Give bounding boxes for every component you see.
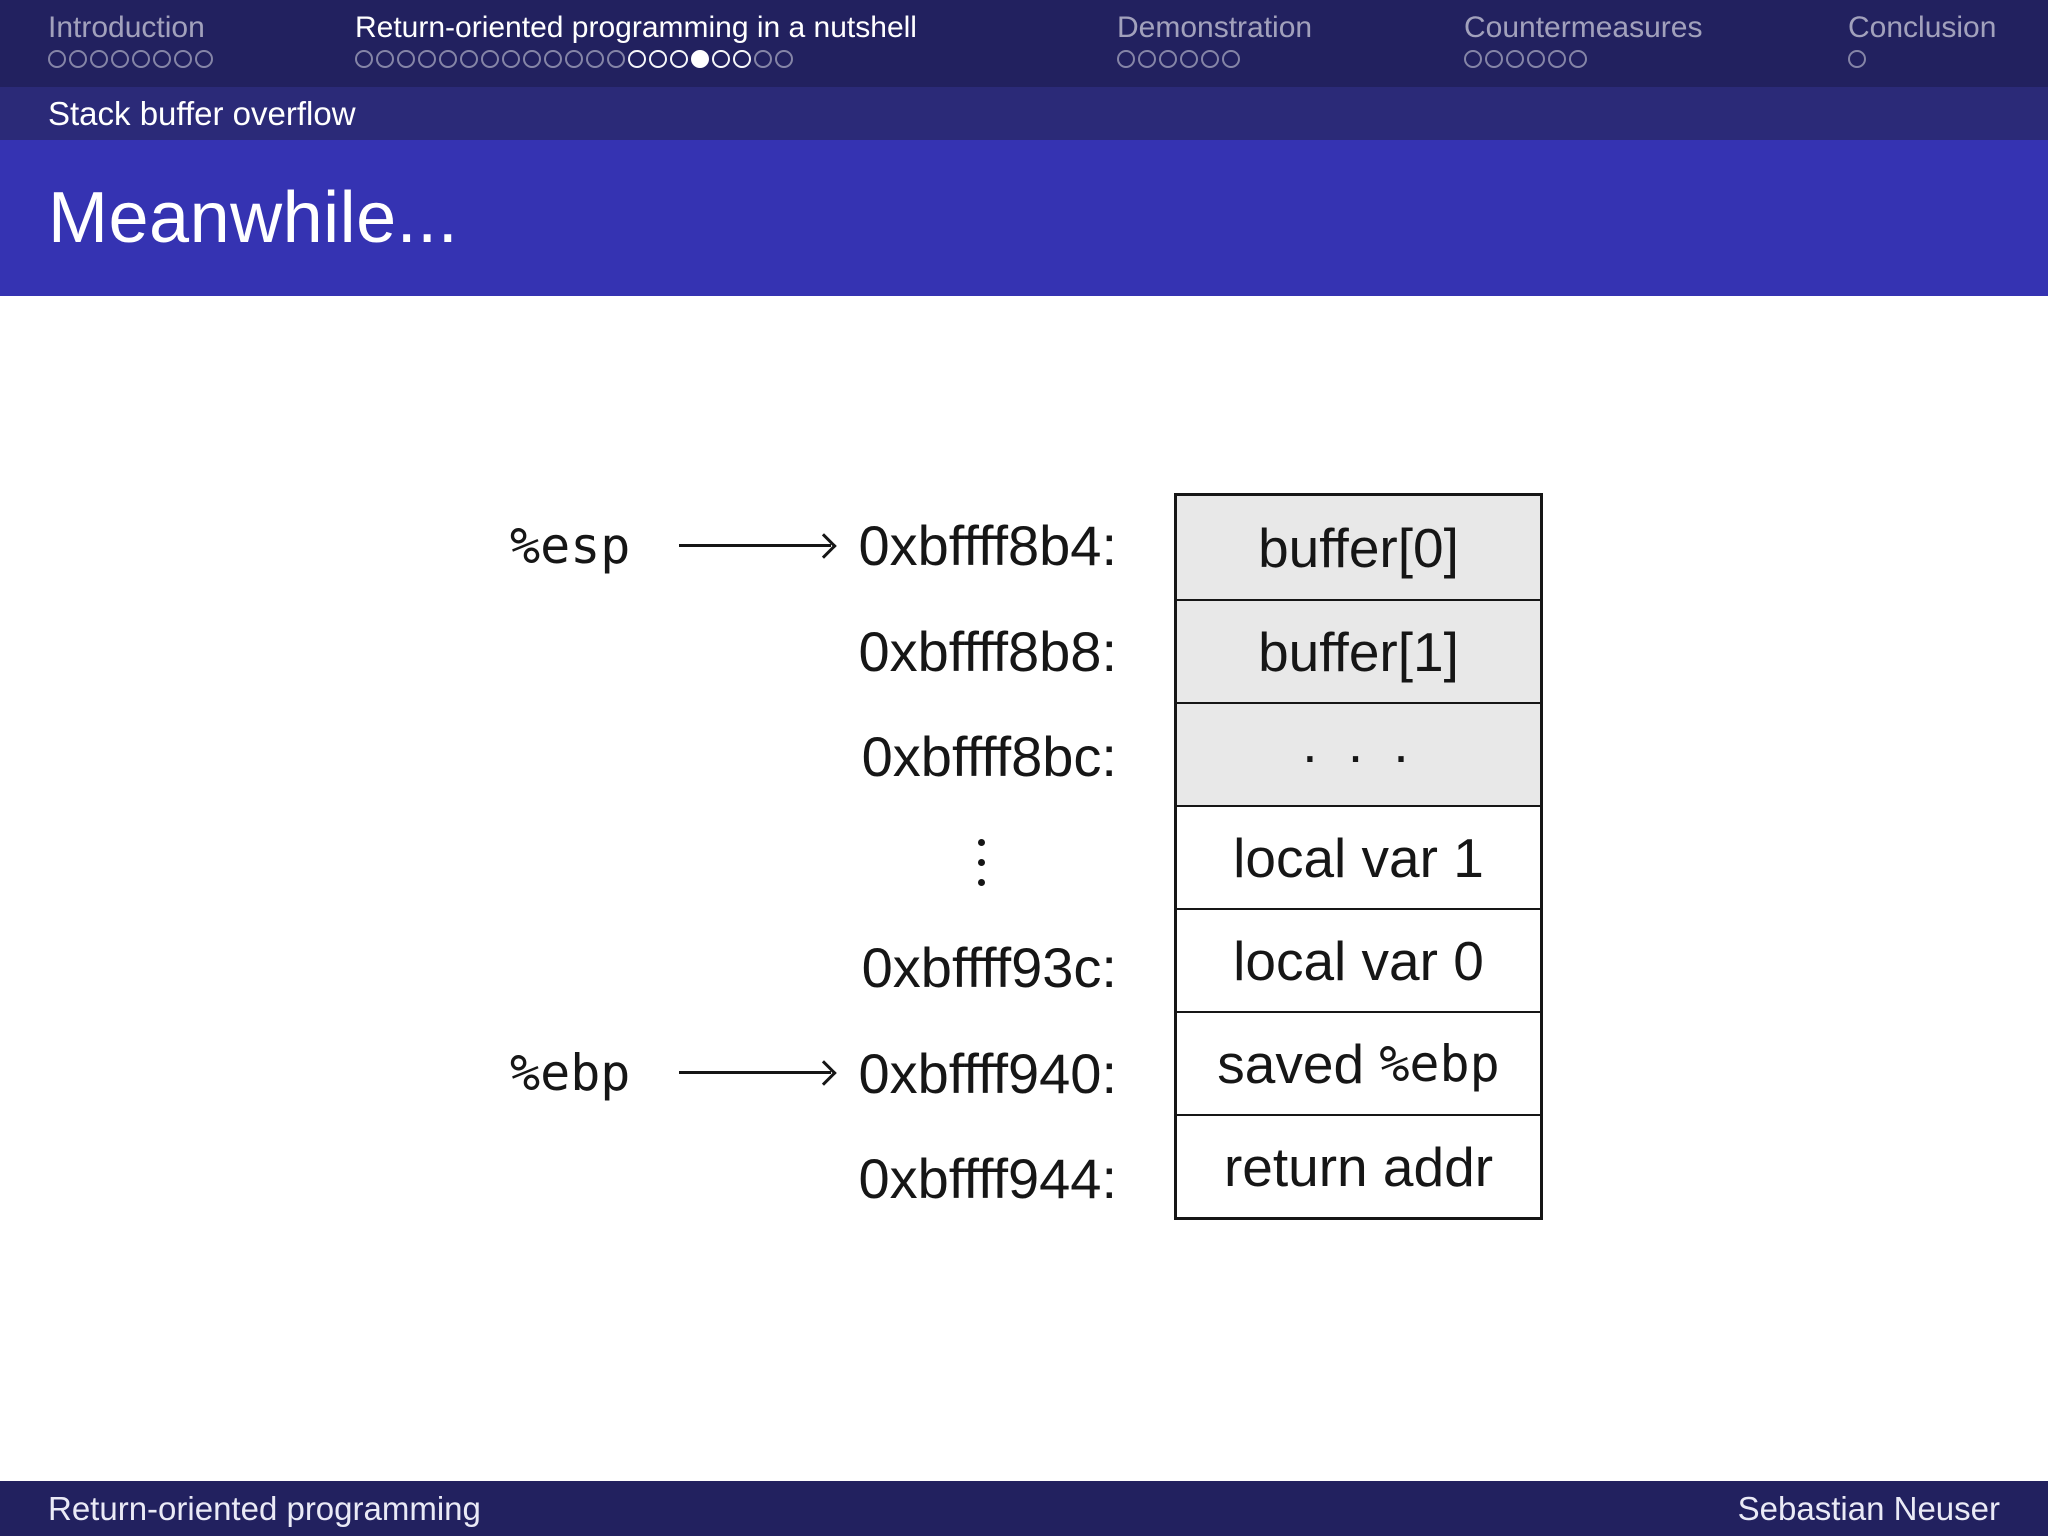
nav-frame-dot[interactable] bbox=[1464, 50, 1482, 68]
nav-frame-dot[interactable] bbox=[1569, 50, 1587, 68]
vdot bbox=[977, 878, 985, 886]
nav-frame-dot[interactable] bbox=[1159, 50, 1177, 68]
navigation-bar: Introduction Return-oriented programming… bbox=[0, 0, 2048, 87]
nav-frame-dots bbox=[355, 50, 917, 70]
nav-section-demonstration[interactable]: Demonstration bbox=[1117, 10, 1312, 70]
nav-section-label[interactable]: Return-oriented programming in a nutshel… bbox=[355, 11, 917, 44]
stack-address: 0xbffff8b4: bbox=[858, 514, 1117, 578]
stack-cell-label: return addr bbox=[1223, 1135, 1494, 1198]
nav-frame-dot[interactable] bbox=[355, 50, 373, 68]
stack-address: 0xbffff944: bbox=[858, 1147, 1117, 1211]
nav-frame-dot[interactable] bbox=[1506, 50, 1524, 68]
nav-frame-dot[interactable] bbox=[132, 50, 150, 68]
nav-section-conclusion[interactable]: Conclusion bbox=[1848, 10, 1996, 70]
nav-frame-dot[interactable] bbox=[628, 50, 646, 68]
stack-cell-ellipsis: · · · bbox=[1177, 702, 1540, 805]
nav-frame-dot[interactable] bbox=[481, 50, 499, 68]
nav-frame-dot[interactable] bbox=[69, 50, 87, 68]
nav-section-label[interactable]: Introduction bbox=[48, 11, 205, 44]
ebp-register-label: %ebp bbox=[510, 1043, 631, 1102]
stack-cell-label: saved bbox=[1217, 1032, 1380, 1095]
slide-body: %esp %ebp 0xbffff8b4: 0xbffff8b8: 0xbfff… bbox=[0, 296, 2048, 1481]
nav-frame-dot[interactable] bbox=[1222, 50, 1240, 68]
subsection-title: Stack buffer overflow bbox=[48, 94, 356, 132]
stack-cell-label: · · · bbox=[1300, 723, 1417, 786]
nav-frame-dot[interactable] bbox=[754, 50, 772, 68]
nav-frame-dot[interactable] bbox=[174, 50, 192, 68]
nav-frame-dot[interactable] bbox=[523, 50, 541, 68]
nav-frame-dots bbox=[1464, 50, 1702, 70]
nav-frame-dot[interactable] bbox=[733, 50, 751, 68]
footer-bar: Return-oriented programming Sebastian Ne… bbox=[0, 1481, 2048, 1536]
nav-frame-dot[interactable] bbox=[691, 50, 709, 68]
nav-frame-dot[interactable] bbox=[586, 50, 604, 68]
nav-frame-dot[interactable] bbox=[1527, 50, 1545, 68]
nav-frame-dot[interactable] bbox=[397, 50, 415, 68]
nav-frame-dot[interactable] bbox=[1180, 50, 1198, 68]
stack-cell-saved-ebp: saved %ebp bbox=[1177, 1011, 1540, 1114]
nav-frame-dot[interactable] bbox=[1138, 50, 1156, 68]
stack-cell-return-addr: return addr bbox=[1177, 1114, 1540, 1217]
nav-frame-dot[interactable] bbox=[670, 50, 688, 68]
address-column: 0xbffff8b4: 0xbffff8b8: 0xbffff8bc: 0xbf… bbox=[845, 493, 1117, 1232]
vdot bbox=[977, 838, 985, 846]
stack-address: 0xbffff93c: bbox=[861, 936, 1117, 1000]
stack-cell-local-var-1: local var 1 bbox=[1177, 805, 1540, 908]
ebp-pointer: %ebp bbox=[510, 1020, 845, 1125]
nav-frame-dot[interactable] bbox=[775, 50, 793, 68]
nav-section-rop-nutshell[interactable]: Return-oriented programming in a nutshel… bbox=[355, 10, 917, 70]
nav-frame-dot[interactable] bbox=[111, 50, 129, 68]
nav-frame-dots bbox=[1848, 50, 1996, 70]
vertical-ellipsis-icon bbox=[845, 810, 1117, 916]
nav-section-label[interactable]: Conclusion bbox=[1848, 11, 1997, 44]
footer-author: Sebastian Neuser bbox=[1737, 1489, 2000, 1527]
frame-title: Meanwhile... bbox=[48, 178, 459, 258]
nav-frame-dot[interactable] bbox=[90, 50, 108, 68]
right-arrow-icon bbox=[679, 1071, 831, 1074]
nav-frame-dot[interactable] bbox=[48, 50, 66, 68]
stack-cell-label: buffer[0] bbox=[1258, 516, 1459, 579]
esp-register-label: %esp bbox=[510, 516, 631, 575]
stack-cell-buffer-1: buffer[1] bbox=[1177, 599, 1540, 702]
stack-cell-label: local var 1 bbox=[1233, 826, 1484, 889]
nav-frame-dot[interactable] bbox=[1485, 50, 1503, 68]
nav-frame-dot[interactable] bbox=[712, 50, 730, 68]
nav-frame-dot[interactable] bbox=[460, 50, 478, 68]
nav-frame-dot[interactable] bbox=[502, 50, 520, 68]
footer-title: Return-oriented programming bbox=[48, 1489, 481, 1527]
right-arrow-icon bbox=[679, 544, 831, 547]
nav-frame-dot[interactable] bbox=[565, 50, 583, 68]
nav-frame-dot[interactable] bbox=[544, 50, 562, 68]
stack-table: buffer[0] buffer[1] · · · local var 1 lo… bbox=[1174, 493, 1543, 1220]
stack-address: 0xbffff8b8: bbox=[858, 619, 1117, 683]
nav-frame-dot[interactable] bbox=[418, 50, 436, 68]
nav-frame-dot[interactable] bbox=[195, 50, 213, 68]
stack-cell-label-mono: %ebp bbox=[1379, 1034, 1500, 1093]
nav-frame-dot[interactable] bbox=[1548, 50, 1566, 68]
stack-address: 0xbffff8bc: bbox=[861, 725, 1117, 789]
nav-frame-dot[interactable] bbox=[1117, 50, 1135, 68]
nav-section-introduction[interactable]: Introduction bbox=[48, 10, 216, 70]
nav-frame-dot[interactable] bbox=[1848, 50, 1866, 68]
nav-section-label[interactable]: Demonstration bbox=[1117, 11, 1313, 44]
frame-title-bar: Meanwhile... bbox=[0, 140, 2048, 296]
nav-frame-dots bbox=[1117, 50, 1312, 70]
nav-frame-dot[interactable] bbox=[649, 50, 667, 68]
vdot bbox=[977, 858, 985, 866]
nav-section-label[interactable]: Countermeasures bbox=[1464, 11, 1703, 44]
esp-pointer: %esp bbox=[510, 493, 845, 598]
nav-section-countermeasures[interactable]: Countermeasures bbox=[1464, 10, 1702, 70]
stack-cell-label: buffer[1] bbox=[1258, 620, 1459, 683]
subsection-bar: Stack buffer overflow bbox=[0, 87, 2048, 140]
nav-frame-dot[interactable] bbox=[153, 50, 171, 68]
nav-frame-dot[interactable] bbox=[1201, 50, 1219, 68]
stack-cell-local-var-0: local var 0 bbox=[1177, 908, 1540, 1011]
nav-frame-dot[interactable] bbox=[607, 50, 625, 68]
nav-frame-dot[interactable] bbox=[439, 50, 457, 68]
stack-cell-label: local var 0 bbox=[1233, 929, 1484, 992]
nav-frame-dots bbox=[48, 50, 216, 70]
stack-address: 0xbffff940: bbox=[858, 1041, 1117, 1105]
stack-cell-buffer-0: buffer[0] bbox=[1177, 496, 1540, 599]
nav-frame-dot[interactable] bbox=[376, 50, 394, 68]
